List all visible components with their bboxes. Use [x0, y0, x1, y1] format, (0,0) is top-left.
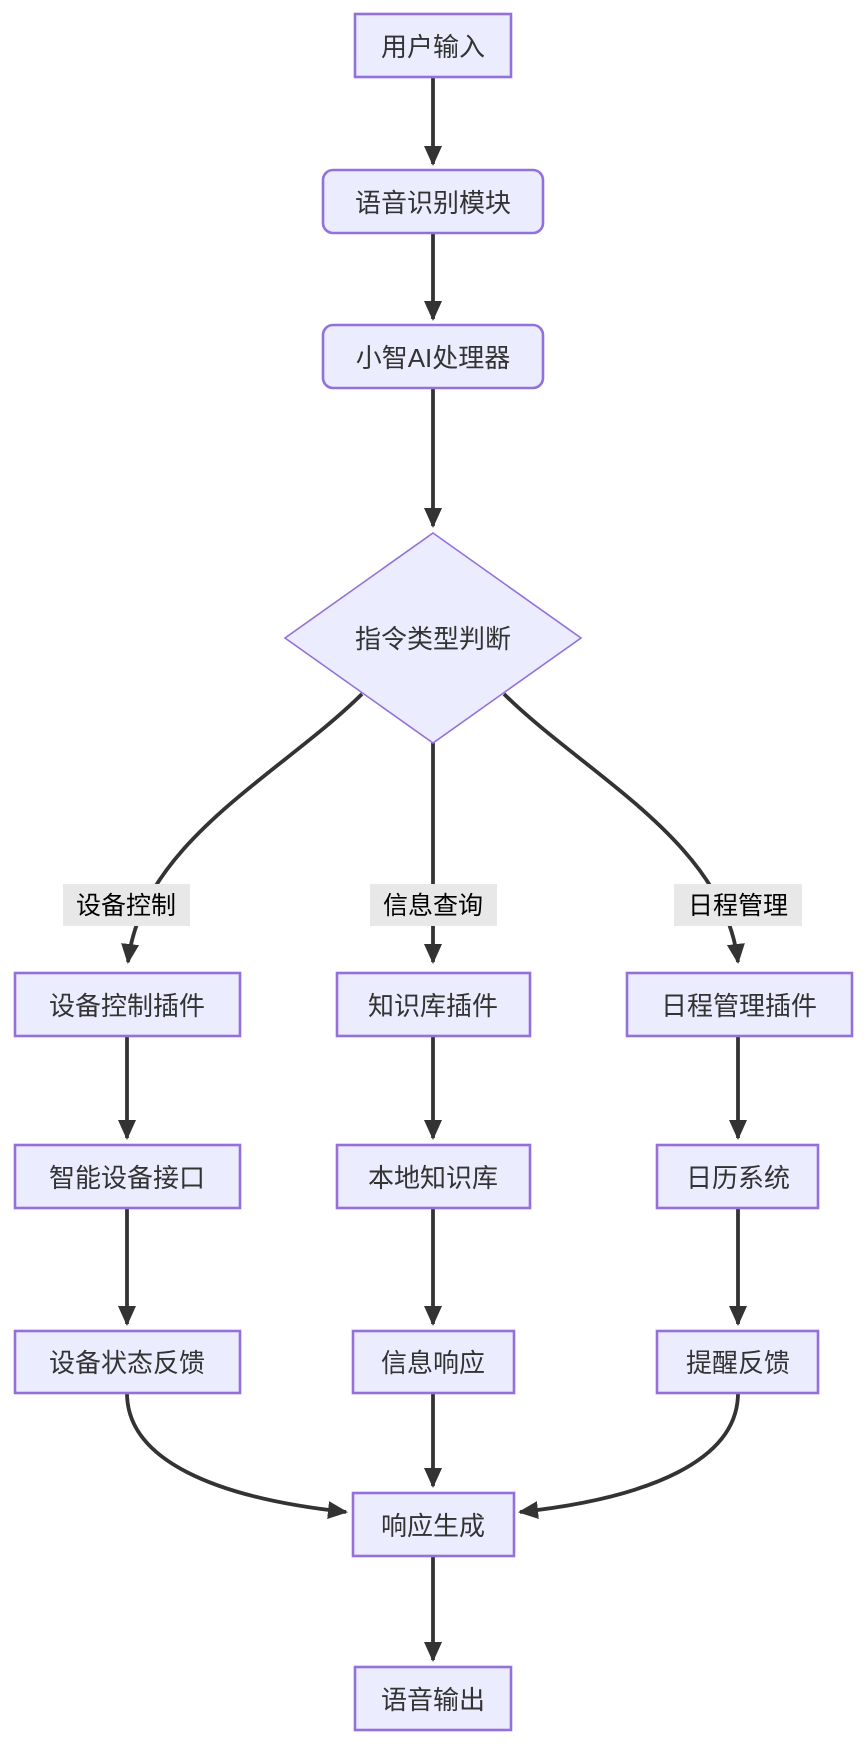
node-response-generation-shape — [351, 1491, 516, 1558]
edge-label-info-query-bg — [370, 884, 497, 926]
node-device-plugin-shape — [13, 971, 242, 1038]
node-device-plugin: 设备控制插件 — [13, 971, 242, 1038]
node-reminder-feedback-label: 提醒反馈 — [686, 1348, 790, 1378]
edge-label-schedule-management-bg — [674, 884, 802, 926]
edge-device-feedback-to-response-generation — [125, 1392, 348, 1520]
edge-label-schedule-management-text: 日程管理 — [688, 892, 788, 920]
node-knowledge-plugin-shape — [335, 971, 532, 1038]
edge-label-device-control: 设备控制 — [63, 884, 190, 926]
node-device-interface: 智能设备接口 — [13, 1143, 242, 1210]
node-speech-recognition-shape — [321, 168, 545, 235]
node-decision-shape — [283, 532, 583, 744]
node-schedule-plugin: 日程管理插件 — [625, 971, 854, 1038]
node-decision: 指令类型判断 — [283, 532, 583, 744]
node-calendar-system-label: 日历系统 — [686, 1163, 790, 1193]
node-speech-output-label: 语音输出 — [381, 1685, 485, 1715]
node-user-input: 用户输入 — [353, 12, 513, 79]
node-local-knowledge: 本地知识库 — [335, 1143, 532, 1210]
edge-reminder-feedback-to-response-generation — [518, 1392, 740, 1520]
node-local-knowledge-shape — [335, 1143, 532, 1210]
node-device-interface-shape — [13, 1143, 242, 1210]
edge-label-schedule-management: 日程管理 — [674, 884, 802, 926]
node-reminder-feedback-shape — [655, 1329, 820, 1395]
edge-label-info-query-text: 信息查询 — [383, 892, 483, 920]
node-user-input-shape — [353, 12, 513, 79]
edge-label-device-control-text: 设备控制 — [76, 892, 176, 920]
node-info-response: 信息响应 — [351, 1329, 516, 1395]
node-ai-processor-shape — [321, 323, 545, 390]
node-calendar-system: 日历系统 — [655, 1143, 820, 1210]
node-device-plugin-label: 设备控制插件 — [49, 991, 205, 1021]
node-device-feedback-shape — [13, 1329, 242, 1395]
edge-label-info-query: 信息查询 — [370, 884, 497, 926]
node-response-generation-label: 响应生成 — [381, 1511, 485, 1541]
node-speech-output-shape — [353, 1665, 513, 1732]
edge-label-device-control-bg — [63, 884, 190, 926]
node-local-knowledge-label: 本地知识库 — [368, 1163, 498, 1193]
node-user-input-label: 用户输入 — [381, 32, 485, 62]
node-schedule-plugin-label: 日程管理插件 — [661, 991, 817, 1021]
nodes: 用户输入 语音识别模块 小智AI处理器 指令类型判断 设备控制插件 知识库插件 … — [13, 12, 854, 1732]
node-device-feedback: 设备状态反馈 — [13, 1329, 242, 1395]
node-speech-output: 语音输出 — [353, 1665, 513, 1732]
edges — [118, 77, 747, 1662]
node-ai-processor-label: 小智AI处理器 — [356, 343, 511, 373]
node-calendar-system-shape — [655, 1143, 820, 1210]
node-ai-processor: 小智AI处理器 — [321, 323, 545, 390]
node-response-generation: 响应生成 — [351, 1491, 516, 1558]
edge-labels: 设备控制 信息查询 日程管理 — [63, 884, 802, 926]
node-info-response-shape — [351, 1329, 516, 1395]
node-device-interface-label: 智能设备接口 — [49, 1163, 205, 1193]
node-device-feedback-label: 设备状态反馈 — [49, 1348, 205, 1378]
node-schedule-plugin-shape — [625, 971, 854, 1038]
node-speech-recognition: 语音识别模块 — [321, 168, 545, 235]
node-reminder-feedback: 提醒反馈 — [655, 1329, 820, 1395]
node-info-response-label: 信息响应 — [381, 1348, 485, 1378]
node-decision-label: 指令类型判断 — [355, 624, 511, 654]
node-speech-recognition-label: 语音识别模块 — [355, 188, 511, 218]
node-knowledge-plugin-label: 知识库插件 — [368, 991, 498, 1021]
node-knowledge-plugin: 知识库插件 — [335, 971, 532, 1038]
